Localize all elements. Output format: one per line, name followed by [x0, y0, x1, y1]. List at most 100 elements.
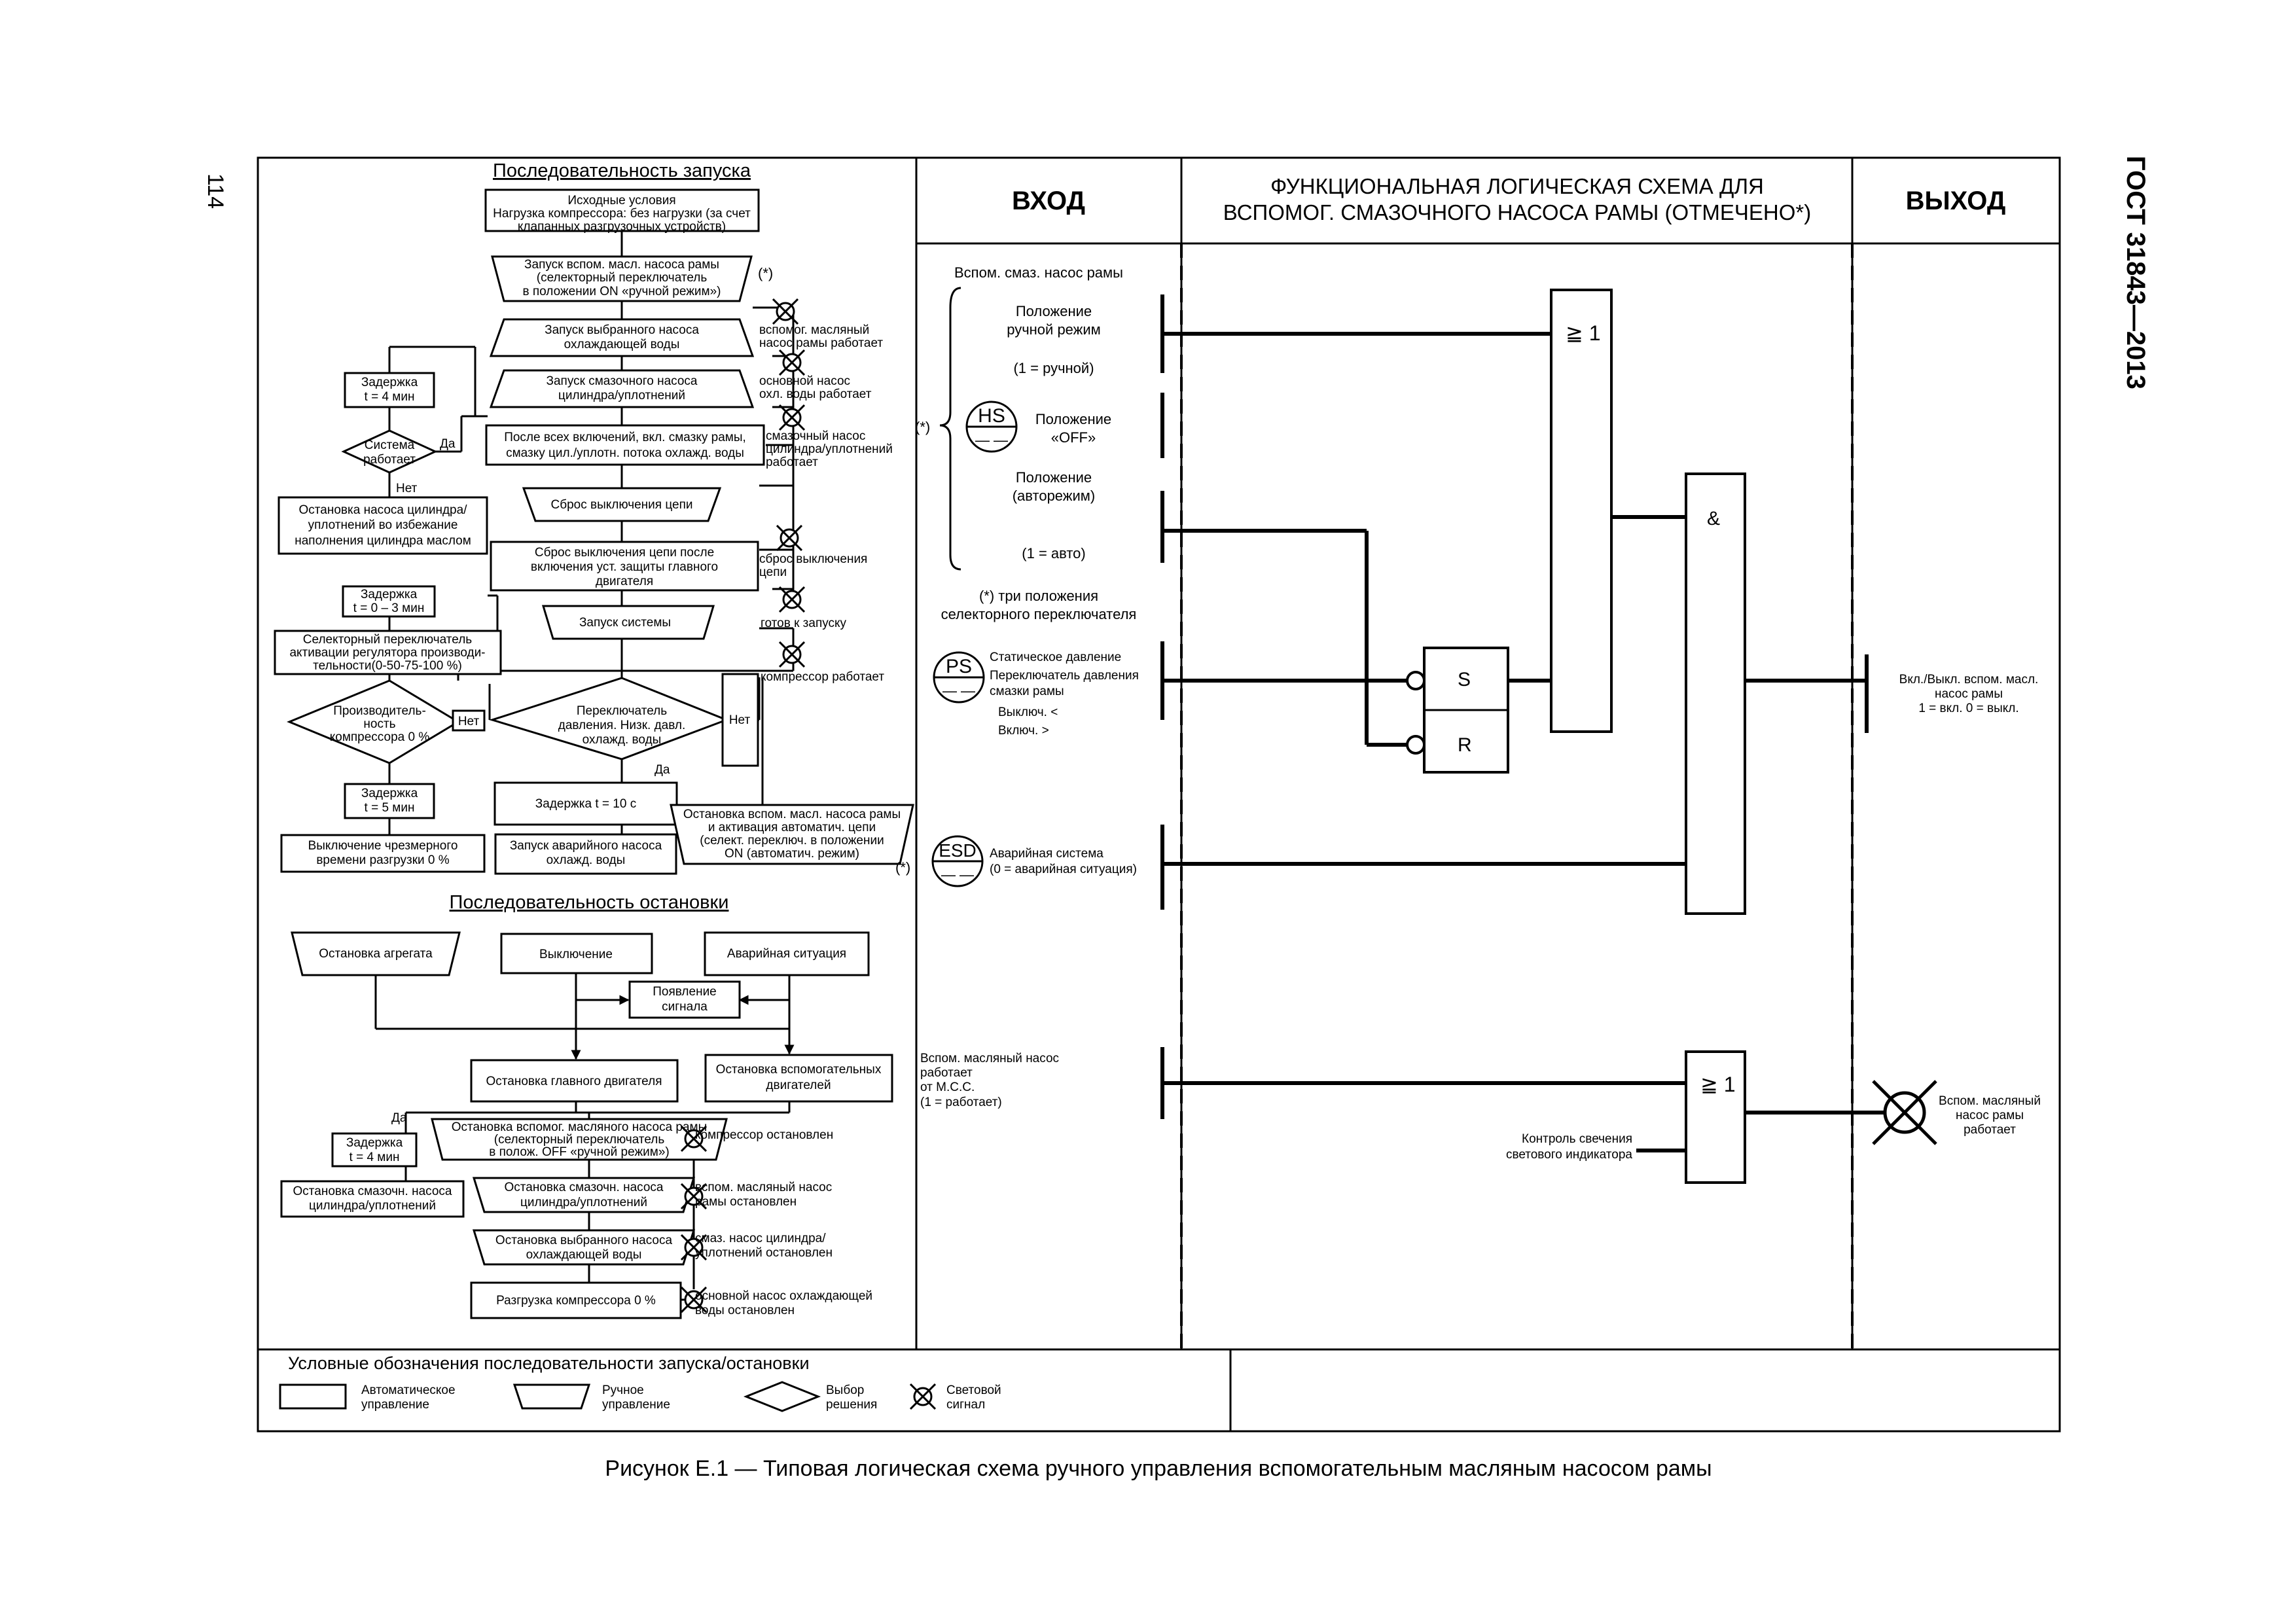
or-gate-1-label: ≧ 1: [1566, 321, 1601, 345]
delay-10s-label: Задержка t = 10 с: [535, 797, 636, 811]
esd-text-line1: Аварийная система: [990, 847, 1103, 861]
sig-compressor-stopped: компрессор остановлен: [695, 1128, 833, 1142]
input-asterisk: (*): [915, 419, 930, 435]
initial-conditions-line1: Исходные условия: [567, 194, 675, 207]
delay-0-3min-line2: t = 0 – 3 мин: [353, 601, 425, 615]
after-all-line1: После всех включений, вкл. смазку рамы,: [504, 431, 746, 444]
ps-text-line4: Выключ. <: [998, 705, 1058, 719]
manual-val: (1 = ручной): [1013, 360, 1094, 376]
delay-0-3min-box: [342, 585, 436, 618]
stop-main-engine-label: Остановка главного двигателя: [486, 1075, 662, 1088]
start-system-label: Запуск системы: [579, 616, 671, 630]
header-input: ВХОД: [1012, 187, 1085, 215]
legend-light-line1: Световой: [946, 1383, 1001, 1397]
reset-after-line1: Сброс выключения цепи после: [535, 546, 714, 560]
stop-aux-auto-line1: Остановка вспом. масл. насоса рамы: [683, 808, 901, 821]
output-onoff-line2: насос рамы: [1935, 687, 2003, 701]
sig-reset-line1: сброс выключения: [759, 552, 867, 566]
lamp-check-line2: светового индикатора: [1506, 1148, 1632, 1162]
stop-aux-auto-line3: (селект. переключ. в положении: [700, 834, 884, 847]
shutdown-box: [500, 933, 653, 974]
stop-aux-engines-line2: двигателей: [766, 1079, 831, 1092]
output-running-line2: насос рамы: [1956, 1109, 2024, 1122]
sig-cyl-running-line3: работает: [766, 455, 818, 469]
unload-off-line1: Выключение чрезмерного: [308, 839, 458, 853]
emergency-cool-line2: охлажд. воды: [547, 853, 626, 867]
emergency-cool-box: [494, 833, 677, 875]
and-gate: [1685, 473, 1746, 915]
stop-aux-asterisk: (*): [895, 859, 910, 876]
svg-text:— —: — —: [975, 432, 1008, 448]
lamp-check-line1: Контроль свечения: [1522, 1132, 1632, 1146]
and-gate-label: &: [1707, 508, 1720, 529]
stop-delay-line2: t = 4 мин: [350, 1150, 400, 1164]
ps-instrument: PS — —: [933, 651, 985, 704]
lamp-aux-running: [772, 298, 798, 325]
lamp-reset: [776, 525, 802, 551]
stop-cyl-left-line2: цилиндра/уплотнений: [309, 1199, 436, 1213]
ps-text-line5: Включ. >: [998, 724, 1049, 738]
header-output: ВЫХОД: [1906, 187, 2006, 215]
header-logic-line2: ВСПОМОГ. СМАЗОЧНОГО НАСОСА РАМЫ (ОТМЕЧЕН…: [1223, 200, 1811, 224]
stop-cyl-fill-box: [278, 496, 488, 555]
pressure-line1: Переключатель: [577, 704, 667, 718]
delay-4min-box: [344, 372, 435, 408]
start-aux-pump-line3: в положении ON «ручной режим»): [523, 285, 721, 298]
output-onoff-line1: Вкл./Выкл. вспом. масл.: [1899, 673, 2039, 687]
sr-r-label: R: [1458, 734, 1472, 756]
sig-cool-stopped-line2: воды остановлен: [695, 1304, 795, 1317]
delay-4min-line1: Задержка: [361, 376, 418, 389]
signal-line1: Появление: [653, 985, 717, 999]
ps-label: PS: [946, 656, 972, 677]
inputs: Вспом. смаз. насос рамы (*) Положение ру…: [915, 264, 1139, 1109]
after-all-line2: смазку цил./уплотн. потока охлажд. воды: [506, 446, 744, 460]
three-pos-line2: селекторного переключателя: [941, 606, 1137, 622]
legend-decision-line2: решения: [826, 1398, 877, 1412]
stop-cyl-mid-manual: [472, 1177, 696, 1213]
reset-circuit-manual: [522, 487, 722, 522]
stop-cyl-fill-line2: уплотнений во избежание: [308, 518, 458, 532]
esd-text-line2: (0 = аварийная ситуация): [990, 863, 1137, 876]
delay-5min-box: [344, 783, 435, 819]
start-system-manual: [541, 605, 715, 640]
sig-cyl-running-line1: смазочный насос: [766, 429, 865, 443]
start-asterisk: (*): [758, 265, 773, 281]
mcc-text-line2: работает: [920, 1066, 973, 1080]
legend-light-line2: сигнал: [946, 1398, 985, 1412]
stop-seq-title: Последовательность остановки: [450, 892, 729, 913]
unload-compressor-label: Разгрузка компрессора 0 %: [496, 1294, 656, 1308]
selector-line1: Селекторный переключатель: [303, 633, 472, 647]
delay-10s-box: [493, 781, 678, 826]
stop-aux-auto-line2: и активация автоматич. цепи: [708, 821, 876, 834]
unload-off-line2: времени разгрузки 0 %: [316, 853, 449, 867]
initial-conditions-box: [484, 188, 760, 232]
sig-cyl-stopped-line1: смаз. насос цилиндра/: [695, 1232, 826, 1245]
pressure-no-box: [721, 673, 759, 767]
signal-line2: сигнала: [662, 1000, 708, 1014]
stop-cool-manual: [472, 1229, 696, 1266]
sig-reset-line2: цепи: [759, 565, 787, 579]
legend-manual-line2: управление: [602, 1398, 670, 1412]
hs-label: HS: [978, 405, 1005, 427]
auto-pos-line2: (авторежим): [1013, 488, 1096, 504]
pressure-yes: Да: [655, 763, 670, 777]
system-running-decision: [341, 429, 438, 474]
legend-auto-symbol: [279, 1383, 347, 1410]
system-running-line2: работает: [363, 453, 416, 467]
pressure-line2: давления. Низк. давл.: [558, 719, 686, 732]
sig-aux-stopped-line2: рамы остановлен: [695, 1195, 797, 1209]
shutdown-label: Выключение: [539, 948, 613, 961]
figure-caption: Рисунок Е.1 — Типовая логическая схема р…: [605, 1456, 1712, 1481]
selector-capacity-box: [274, 630, 502, 675]
legend-manual-line1: Ручное: [602, 1383, 644, 1397]
three-pos-line1: (*) три положения: [979, 588, 1098, 604]
ps-text-line3: смазки рамы: [990, 685, 1064, 698]
selector-line3: тельности(0-50-75-100 %): [313, 659, 462, 673]
sig-cool-running-line2: охл. воды работает: [759, 387, 872, 401]
legend: Условные обозначения последовательности …: [279, 1353, 1001, 1412]
sig-compressor-running: компрессор работает: [761, 670, 884, 684]
lamp-ready: [779, 586, 805, 613]
off-pos-line2: «OFF»: [1051, 429, 1096, 446]
off-pos-line1: Положение: [1035, 411, 1111, 427]
unit-stop-manual: [291, 931, 461, 976]
